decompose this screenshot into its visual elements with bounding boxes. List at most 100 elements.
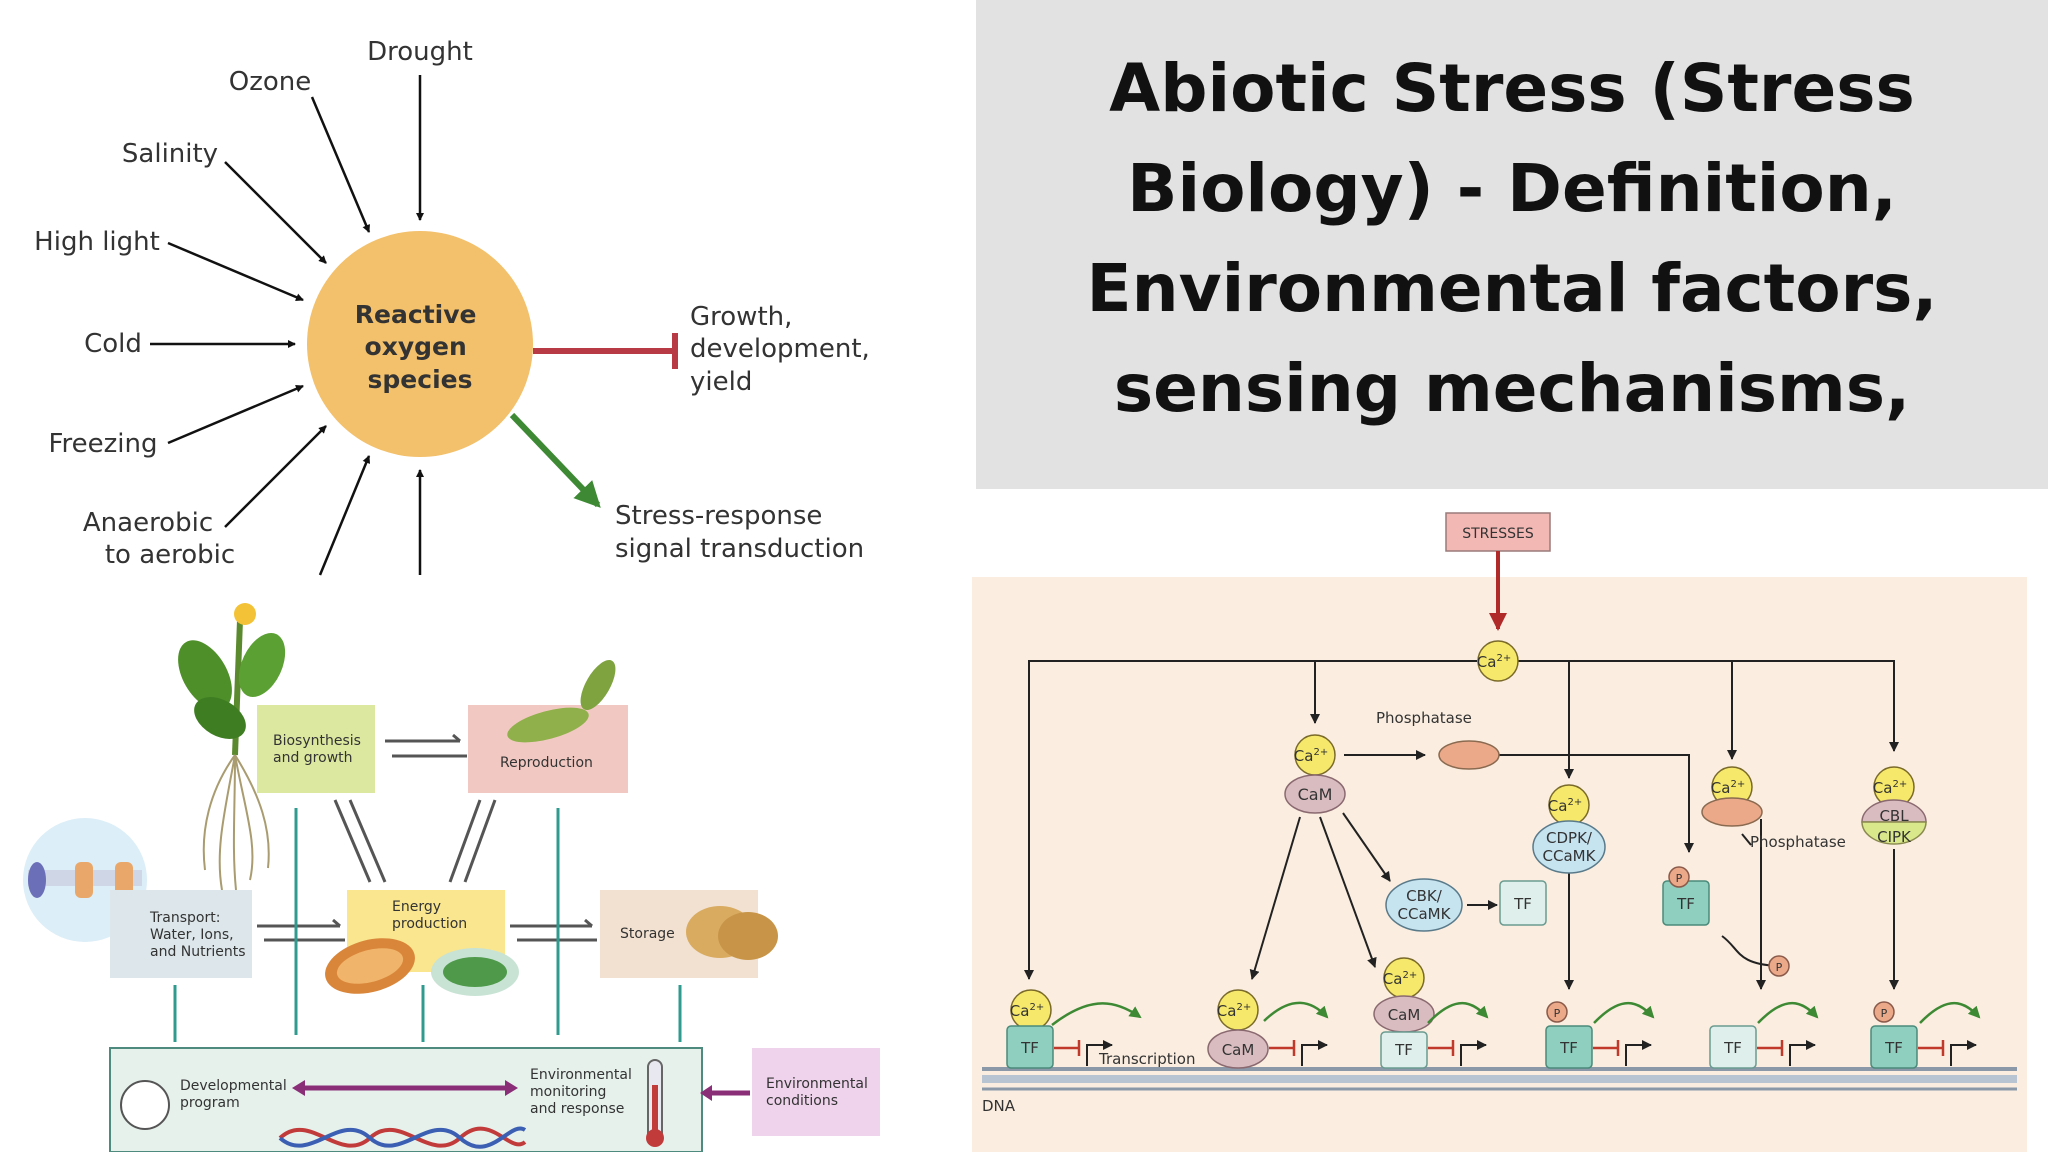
svg-text:Reactive oxygen specie: Reactive oxygen species: [355, 300, 485, 394]
svg-text:P: P: [1776, 961, 1783, 974]
svg-text:Ca2+: Ca2+: [1217, 1002, 1251, 1020]
conditions-label-2: conditions: [766, 1093, 838, 1109]
phosphatase-label-2: Phosphatase: [1750, 833, 1846, 851]
label-anaerobic: Anaerobic: [83, 508, 213, 538]
arrow-energy-storage: [510, 918, 597, 942]
label-yield: yield: [690, 367, 752, 397]
phosphatase-label: Phosphatase: [1376, 709, 1472, 727]
dna-label: DNA: [982, 1097, 1016, 1115]
svg-text:Ca2+: Ca2+: [1873, 779, 1907, 797]
storage-label: Storage: [620, 926, 675, 942]
tf-box-4: [1545, 1025, 1593, 1069]
label-drought: Drought: [367, 37, 473, 67]
svg-text:TF: TF: [1513, 895, 1532, 913]
svg-text:Ca2+: Ca2+: [1711, 779, 1745, 797]
label-development: development,: [690, 334, 870, 364]
arrow-freezing: [167, 384, 304, 445]
svg-text:Transport:Water, Ions,and Nutr: Transport:Water, Ions,and Nutrients: [149, 910, 246, 960]
conditions-label-1: Environmental: [766, 1076, 868, 1092]
label-ozone: Ozone: [229, 67, 312, 97]
ros-label-1: Reactive: [355, 300, 477, 329]
arrow-bio-repro: [385, 733, 467, 758]
svg-text:P: P: [1676, 872, 1683, 885]
label-to-aerobic: to aerobic: [105, 540, 235, 570]
arrow-transport-energy: [257, 918, 345, 942]
tf-box-3: [1380, 1031, 1428, 1069]
seed-illustration: [507, 707, 589, 743]
ros-diagram: Reactive oxygen species Drought Ozone Sa…: [34, 37, 870, 576]
ros-label-3: species: [368, 365, 473, 394]
arrow-salinity: [224, 161, 327, 264]
svg-text:CBK/CCaMK: CBK/CCaMK: [1398, 887, 1452, 923]
plant-illustration: [178, 603, 286, 891]
reproduction-label: Reproduction: [500, 755, 593, 771]
svg-text:Ca2+: Ca2+: [1477, 653, 1511, 671]
svg-text:CBL: CBL: [1879, 807, 1909, 825]
svg-text:TF: TF: [1723, 1039, 1742, 1057]
developmental-label-2: program: [180, 1095, 240, 1111]
tf-box-1: [1006, 1025, 1054, 1069]
label-cold: Cold: [84, 329, 142, 359]
energy-label-2: production: [392, 916, 467, 932]
transport-label-2: Water, Ions,: [150, 927, 234, 943]
title-panel: Abiotic Stress (Stress Biology) - Defini…: [976, 0, 2048, 489]
cbl-node: [1861, 799, 1927, 823]
monitoring-label-3: and response: [530, 1101, 624, 1117]
phosphatase-node-2: [1701, 797, 1763, 827]
svg-text:P: P: [1554, 1007, 1561, 1020]
arrow-bottom-left: [318, 455, 371, 576]
phosphatase-node: [1438, 740, 1500, 770]
ros-label-2: oxygen: [365, 332, 467, 361]
arrow-repro-energy-1: [448, 799, 482, 883]
biosynthesis-label-1: Biosynthesis: [273, 733, 361, 749]
label-growth: Growth,: [690, 302, 792, 332]
promote-arrow: [509, 412, 601, 508]
transport-box: [110, 890, 252, 978]
monitoring-label-1: Environmental: [530, 1067, 632, 1083]
svg-text:TF: TF: [1676, 895, 1695, 913]
label-stress-response: Stress-response: [615, 501, 822, 531]
svg-text:Ca2+: Ca2+: [1383, 970, 1417, 988]
svg-text:CIPK: CIPK: [1877, 828, 1912, 846]
calcium-signaling-diagram: STRESSES Ca2+ Ca2+ Ca2+ Ca2+ Ca2+ Ca2+: [972, 512, 2027, 1152]
tf-box-6: [1870, 1025, 1918, 1069]
biosynthesis-box: [257, 705, 375, 793]
monitoring-label-2: monitoring: [530, 1084, 606, 1100]
developmental-label-1: Developmental: [180, 1078, 287, 1094]
biosynthesis-label-2: and growth: [273, 750, 353, 766]
svg-text:TF: TF: [1020, 1039, 1039, 1057]
svg-text:CaM: CaM: [1298, 785, 1333, 804]
arrow-ozone: [310, 96, 371, 233]
cdpk-node: [1532, 820, 1606, 874]
tf-box-5: [1709, 1025, 1757, 1069]
dna-helix-illustration: [278, 1126, 527, 1149]
conditions-box: [752, 1048, 880, 1136]
arrow-repro-energy-2: [463, 799, 497, 883]
svg-text:TF: TF: [1884, 1039, 1903, 1057]
tf-box-mid: [1499, 880, 1547, 926]
stresses-box: [1445, 512, 1551, 552]
cam-node-bottom-1: [1207, 1029, 1269, 1069]
svg-text:CaM: CaM: [1388, 1006, 1421, 1024]
transport-label-3: and Nutrients: [150, 944, 246, 960]
svg-text:P: P: [1881, 1007, 1888, 1020]
svg-text:TF: TF: [1559, 1039, 1578, 1057]
cbk-node: [1385, 878, 1463, 932]
svg-text:Ca2+: Ca2+: [1010, 1002, 1044, 1020]
cipk-node: [1861, 821, 1927, 845]
ca-node: [1477, 640, 1519, 682]
clock-icon: [120, 1080, 170, 1130]
arrow-high-light: [167, 241, 304, 302]
svg-text:CaM: CaM: [1222, 1041, 1255, 1059]
label-signal-transduction: signal transduction: [615, 534, 864, 564]
label-high-light: High light: [34, 227, 160, 257]
label-freezing: Freezing: [48, 429, 157, 459]
svg-text:CDPK/CCaMK: CDPK/CCaMK: [1543, 829, 1597, 865]
svg-text:TF: TF: [1394, 1041, 1413, 1059]
